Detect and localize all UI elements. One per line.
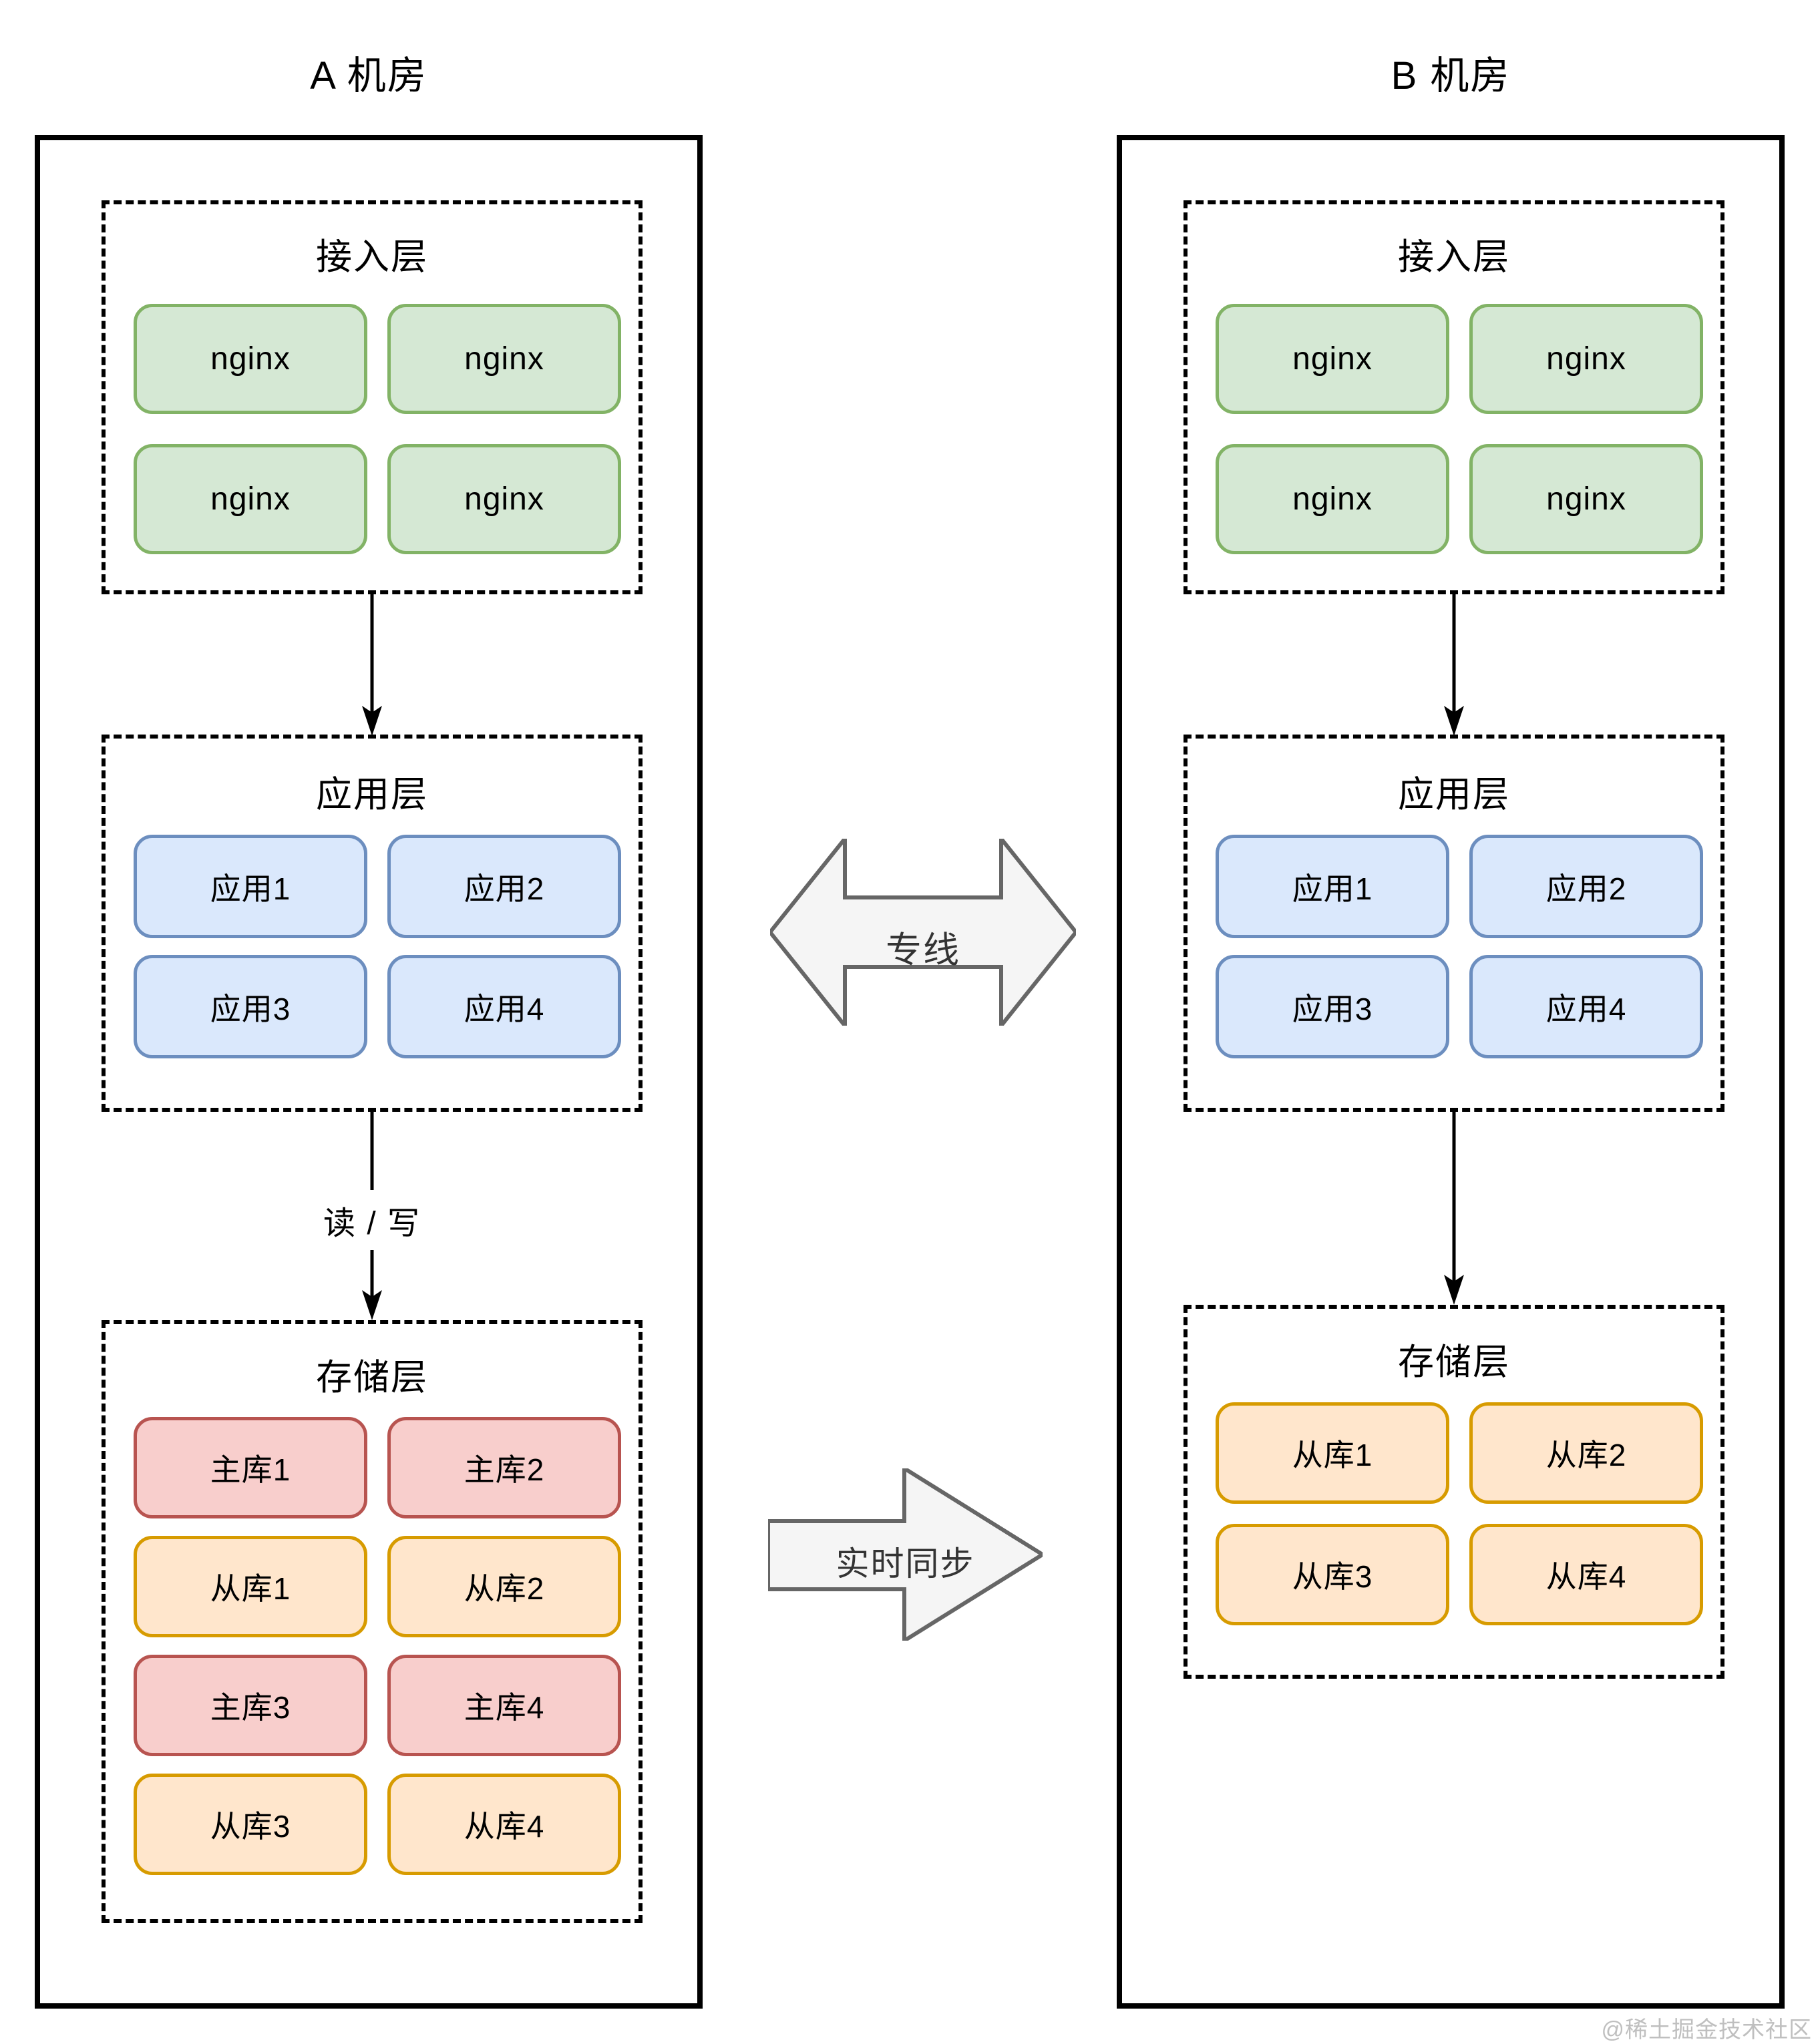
room-a-nginx-node: nginx (387, 304, 621, 414)
room-a-slave-db-node: 从库1 (134, 1536, 367, 1637)
room-a-nginx-node: nginx (134, 444, 367, 554)
realtime-sync-label: 实时同步 (836, 1545, 975, 1583)
watermark: @稀土掘金技术社区 (1601, 2017, 1812, 2043)
dedicated-line-double-arrow (770, 839, 1076, 1026)
room-a-master-db-node: 主库4 (387, 1655, 621, 1756)
room-a-slave-db-node: 从库4 (387, 1774, 621, 1875)
room-b-nginx-node: nginx (1216, 444, 1449, 554)
room-a-storage-layer-title: 存储层 (316, 1358, 428, 1398)
room-a-nginx-node: nginx (387, 444, 621, 554)
read-write-label: 读 / 写 (299, 1190, 445, 1250)
room-b-app-node: 应用1 (1216, 835, 1449, 938)
room-a-title: A 机房 (310, 54, 427, 97)
room-a-slave-db-node: 从库2 (387, 1536, 621, 1637)
room-a-app-layer-title: 应用层 (316, 775, 428, 815)
room-b-app-node: 应用4 (1469, 955, 1703, 1058)
room-a-master-db-node: 主库2 (387, 1417, 621, 1518)
room-a-nginx-node: nginx (134, 304, 367, 414)
room-b-slave-db-node: 从库4 (1469, 1524, 1703, 1625)
room-b-storage-layer-title: 存储层 (1398, 1342, 1510, 1382)
room-a-access-layer-title: 接入层 (316, 237, 428, 277)
room-b-access-to-app-arrow (1444, 594, 1464, 736)
room-b-slave-db-node: 从库1 (1216, 1402, 1449, 1504)
room-a-app-node: 应用3 (134, 955, 367, 1058)
realtime-sync-arrow (768, 1468, 1043, 1641)
room-a-access-to-app-arrow (362, 594, 382, 736)
room-b-app-node: 应用3 (1216, 955, 1449, 1058)
room-a-slave-db-node: 从库3 (134, 1774, 367, 1875)
room-b-slave-db-node: 从库2 (1469, 1402, 1703, 1504)
room-a-app-node: 应用1 (134, 835, 367, 938)
room-b-nginx-node: nginx (1469, 304, 1703, 414)
room-b-slave-db-node: 从库3 (1216, 1524, 1449, 1625)
room-a-app-node: 应用4 (387, 955, 621, 1058)
room-b-title: B 机房 (1391, 54, 1511, 97)
dedicated-line-label: 专线 (886, 930, 960, 970)
room-b-app-layer-title: 应用层 (1398, 775, 1510, 815)
room-a-app-node: 应用2 (387, 835, 621, 938)
room-b-app-to-storage-arrow (1444, 1112, 1464, 1305)
room-a-master-db-node: 主库1 (134, 1417, 367, 1518)
room-b-nginx-node: nginx (1216, 304, 1449, 414)
room-b-app-node: 应用2 (1469, 835, 1703, 938)
room-a-master-db-node: 主库3 (134, 1655, 367, 1756)
room-b-nginx-node: nginx (1469, 444, 1703, 554)
room-b-access-layer-title: 接入层 (1398, 237, 1510, 277)
